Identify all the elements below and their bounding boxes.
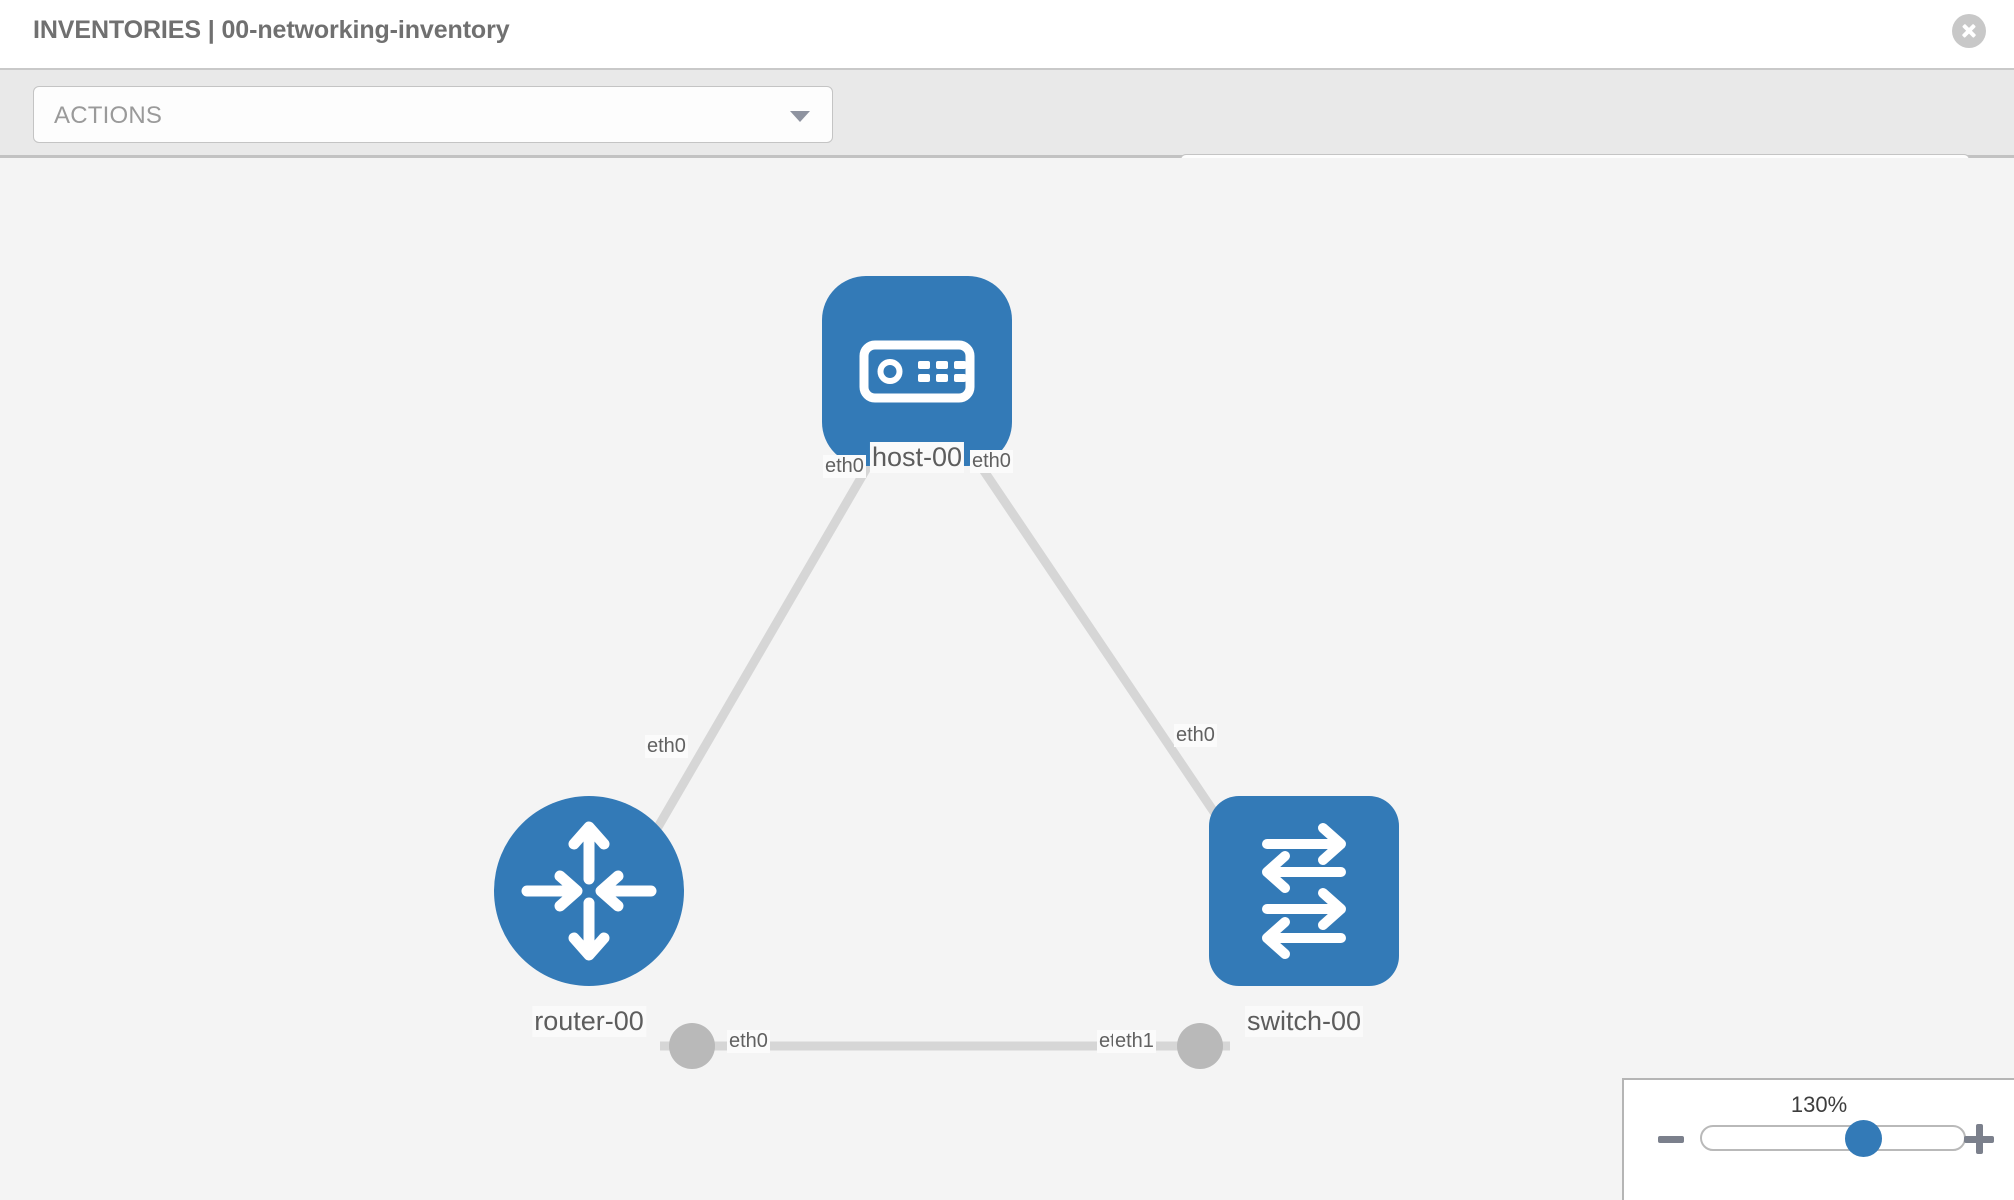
chevron-down-icon: [790, 111, 810, 122]
iface-label-switch-eth1: eth1: [1113, 1030, 1156, 1053]
zoom-slider[interactable]: [1700, 1119, 1966, 1157]
server-icon: [859, 340, 975, 403]
switch-arrows-icon: [1262, 823, 1346, 959]
zoom-slider-thumb[interactable]: [1844, 1119, 1882, 1157]
page-header: INVENTORIES | 00-networking-inventory: [0, 0, 2014, 68]
node-label-switch-00: switch-00: [1244, 1006, 1364, 1037]
zoom-control-panel: 130%: [1622, 1078, 2014, 1200]
actions-dropdown-label: ACTIONS: [54, 102, 163, 129]
toolbar: ACTIONS SEARCH: [0, 68, 2014, 212]
zoom-in-button[interactable]: [1964, 1124, 1994, 1154]
node-host-00: [822, 276, 1012, 466]
iface-label-host-eth0-right: eth0: [970, 450, 1013, 473]
topology-canvas[interactable]: host-00 router-00 switch-00 eth0 eth0 et…: [0, 158, 2014, 1200]
port-switch-eth1-left: [1177, 1023, 1223, 1069]
zoom-out-button[interactable]: [1658, 1136, 1684, 1143]
iface-label-router-eth0-up: eth0: [645, 735, 688, 758]
zoom-level-value: 130%: [1790, 1092, 1848, 1117]
close-icon[interactable]: [1952, 14, 1986, 48]
iface-label-router-eth0-right: eth0: [727, 1030, 770, 1053]
node-switch-00: [1209, 796, 1399, 986]
iface-label-host-eth0-left: eth0: [823, 455, 866, 478]
iface-label-switch-eth0-up: eth0: [1174, 724, 1217, 747]
topology-graph: [494, 276, 1399, 1069]
actions-dropdown[interactable]: ACTIONS: [33, 86, 833, 143]
node-label-router-00: router-00: [532, 1006, 646, 1037]
port-router-eth0-right: [669, 1023, 715, 1069]
link-host-router: [636, 425, 894, 861]
page-title: INVENTORIES | 00-networking-inventory: [33, 16, 510, 44]
topology-links: [636, 425, 1249, 1051]
node-label-host-00: host-00: [869, 442, 965, 473]
link-host-switch: [951, 425, 1249, 861]
node-router-00: [494, 796, 684, 986]
router-arrows-icon: [521, 821, 657, 961]
